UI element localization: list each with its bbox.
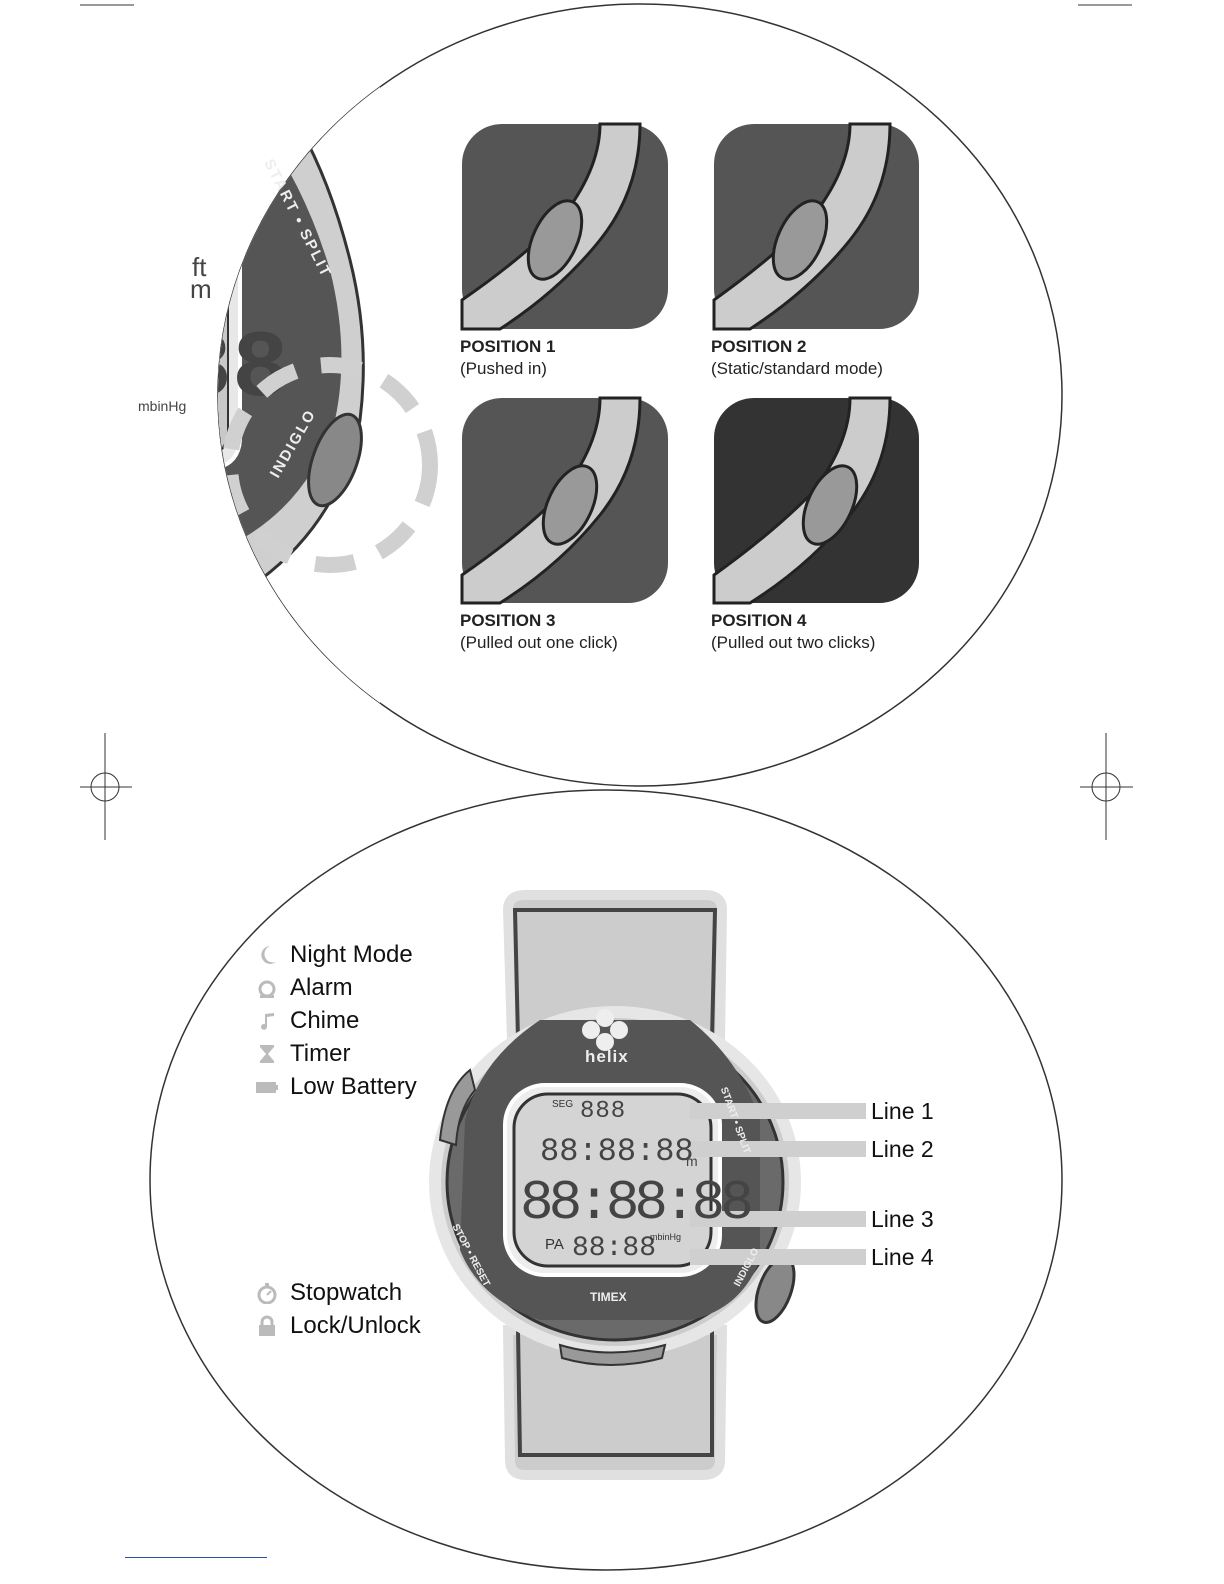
- position-tile-4: [712, 396, 919, 605]
- legend-item-alarm: Alarm: [256, 973, 353, 1003]
- position-title: POSITION 3: [460, 611, 556, 630]
- lcd-line4-prefix: PA: [545, 1236, 564, 1253]
- legend-label: Stopwatch: [290, 1279, 403, 1306]
- position-desc: (Static/standard mode): [711, 359, 883, 378]
- position-desc: (Pulled out two clicks): [711, 633, 876, 652]
- alarm-icon: [258, 980, 276, 998]
- legend-item-night-mode: Night Mode: [256, 940, 413, 970]
- unit-m-label: m: [190, 274, 212, 304]
- legend-label: Night Mode: [290, 941, 413, 968]
- battery-icon: [256, 1082, 278, 1093]
- legend-label: Low Battery: [290, 1073, 417, 1100]
- position-desc: (Pulled out one click): [460, 633, 618, 652]
- position-caption-4: POSITION 4 (Pulled out two clicks): [711, 610, 875, 654]
- stopwatch-icon: [257, 1283, 277, 1304]
- unit-pressure-label: mbinHg: [138, 398, 187, 414]
- lock-icon: [259, 1315, 275, 1336]
- legend-item-stopwatch: Stopwatch: [256, 1278, 402, 1308]
- brand-logo: helix: [585, 1047, 629, 1066]
- lcd-line4: 88:88: [572, 1233, 657, 1264]
- crop-marks: [80, 4, 1133, 840]
- position-caption-2: POSITION 2 (Static/standard mode): [711, 336, 883, 380]
- position-title: POSITION 4: [711, 611, 807, 630]
- music-note-icon: [261, 1013, 274, 1030]
- position-tile-2: [712, 122, 919, 331]
- lcd-seg-label: SEG: [552, 1099, 574, 1110]
- position-title: POSITION 1: [460, 337, 556, 356]
- unit-ft-label: ft: [192, 252, 207, 282]
- leader-lines: [690, 1103, 866, 1265]
- footer-rule: [125, 1557, 267, 1558]
- legend-label: Lock/Unlock: [290, 1312, 421, 1339]
- legend-item-low-battery: Low Battery: [256, 1072, 417, 1102]
- line-label-1: Line 1: [871, 1098, 934, 1124]
- legend-item-lock: Lock/Unlock: [256, 1311, 421, 1341]
- line-label-2: Line 2: [871, 1136, 934, 1162]
- legend-item-chime: Chime: [256, 1006, 359, 1036]
- position-tile-1: [460, 122, 668, 331]
- top-circle: 88 :88: [118, 3, 1063, 787]
- position-title: POSITION 2: [711, 337, 807, 356]
- lcd-unit-m: m: [686, 1153, 698, 1169]
- legend-label: Alarm: [290, 974, 353, 1001]
- line-label-3: Line 3: [871, 1206, 934, 1232]
- legend-label: Timer: [290, 1040, 351, 1067]
- svg-text::88: :88: [118, 316, 289, 424]
- maker-logo: TIMEX: [590, 1290, 627, 1304]
- position-tile-3: [460, 396, 668, 605]
- lcd-line2: 88:88:88: [540, 1133, 694, 1170]
- lcd-unit-pressure: mbinHg: [650, 1232, 682, 1242]
- position-caption-3: POSITION 3 (Pulled out one click): [460, 610, 618, 654]
- line-label-4: Line 4: [871, 1244, 934, 1270]
- moon-icon: [261, 946, 276, 964]
- position-desc: (Pushed in): [460, 359, 547, 378]
- legend-label: Chime: [290, 1007, 360, 1034]
- lcd-line3: 88:88:88: [520, 1171, 754, 1235]
- lcd-line1: 888: [580, 1098, 627, 1125]
- legend-item-timer: Timer: [256, 1039, 350, 1069]
- position-caption-1: POSITION 1 (Pushed in): [460, 336, 555, 380]
- hourglass-icon: [260, 1045, 274, 1063]
